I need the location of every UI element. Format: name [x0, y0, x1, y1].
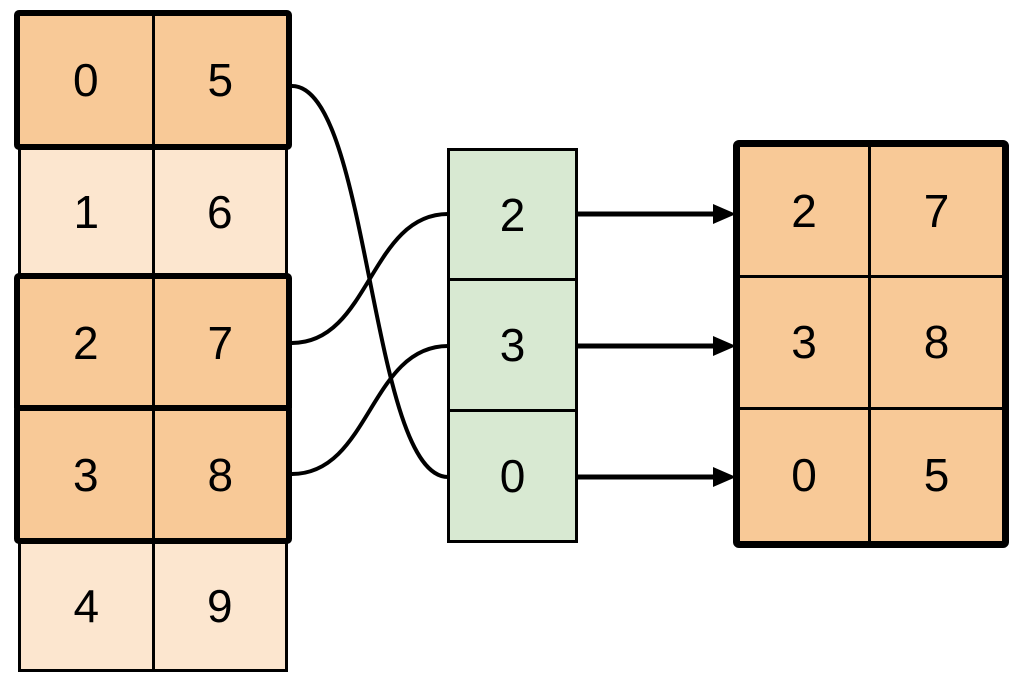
source-cell-r0c0: 0: [20, 16, 155, 144]
output-cell-r1c1: 8: [871, 278, 1002, 410]
source-cell-r4c1: 9: [206, 580, 233, 632]
output-cell-r1c0: 3: [740, 278, 871, 410]
source-cell-r4c0: 4: [21, 543, 155, 669]
source-row-2-highlighted: 2 7: [14, 273, 292, 413]
source-cell-r1c1: 6: [206, 185, 233, 238]
source-cell-r2c0: 2: [20, 279, 155, 407]
curve-source-row2-to-index-2: [291, 212, 449, 345]
index-cell-1: 3: [447, 278, 578, 412]
output-cell-r0c1: 7: [871, 147, 1002, 279]
source-row-4: 4 9: [18, 540, 288, 672]
curve-source-row0-to-index-0: [291, 84, 449, 479]
index-cell-2: 0: [447, 409, 578, 543]
output-table: 2 7 3 8 0 5: [733, 140, 1009, 548]
source-cell-r1c0: 1: [21, 149, 155, 274]
source-row-1: 1 6: [18, 146, 288, 277]
source-cell-r2c1: 7: [207, 317, 234, 369]
curve-source-row3-to-index-3: [291, 344, 449, 476]
output-cell-r2c0: 0: [740, 409, 871, 541]
output-cell-r2c1: 5: [923, 449, 950, 502]
output-cell-r0c0: 2: [740, 147, 871, 279]
source-cell-r0c1: 5: [207, 54, 234, 106]
source-cell-r3c1: 8: [207, 448, 234, 501]
source-cell-r3c0: 3: [20, 411, 155, 538]
source-row-3-highlighted: 3 8: [14, 405, 292, 544]
source-row-0-highlighted: 0 5: [14, 10, 292, 150]
index-cell-0: 2: [447, 148, 578, 281]
